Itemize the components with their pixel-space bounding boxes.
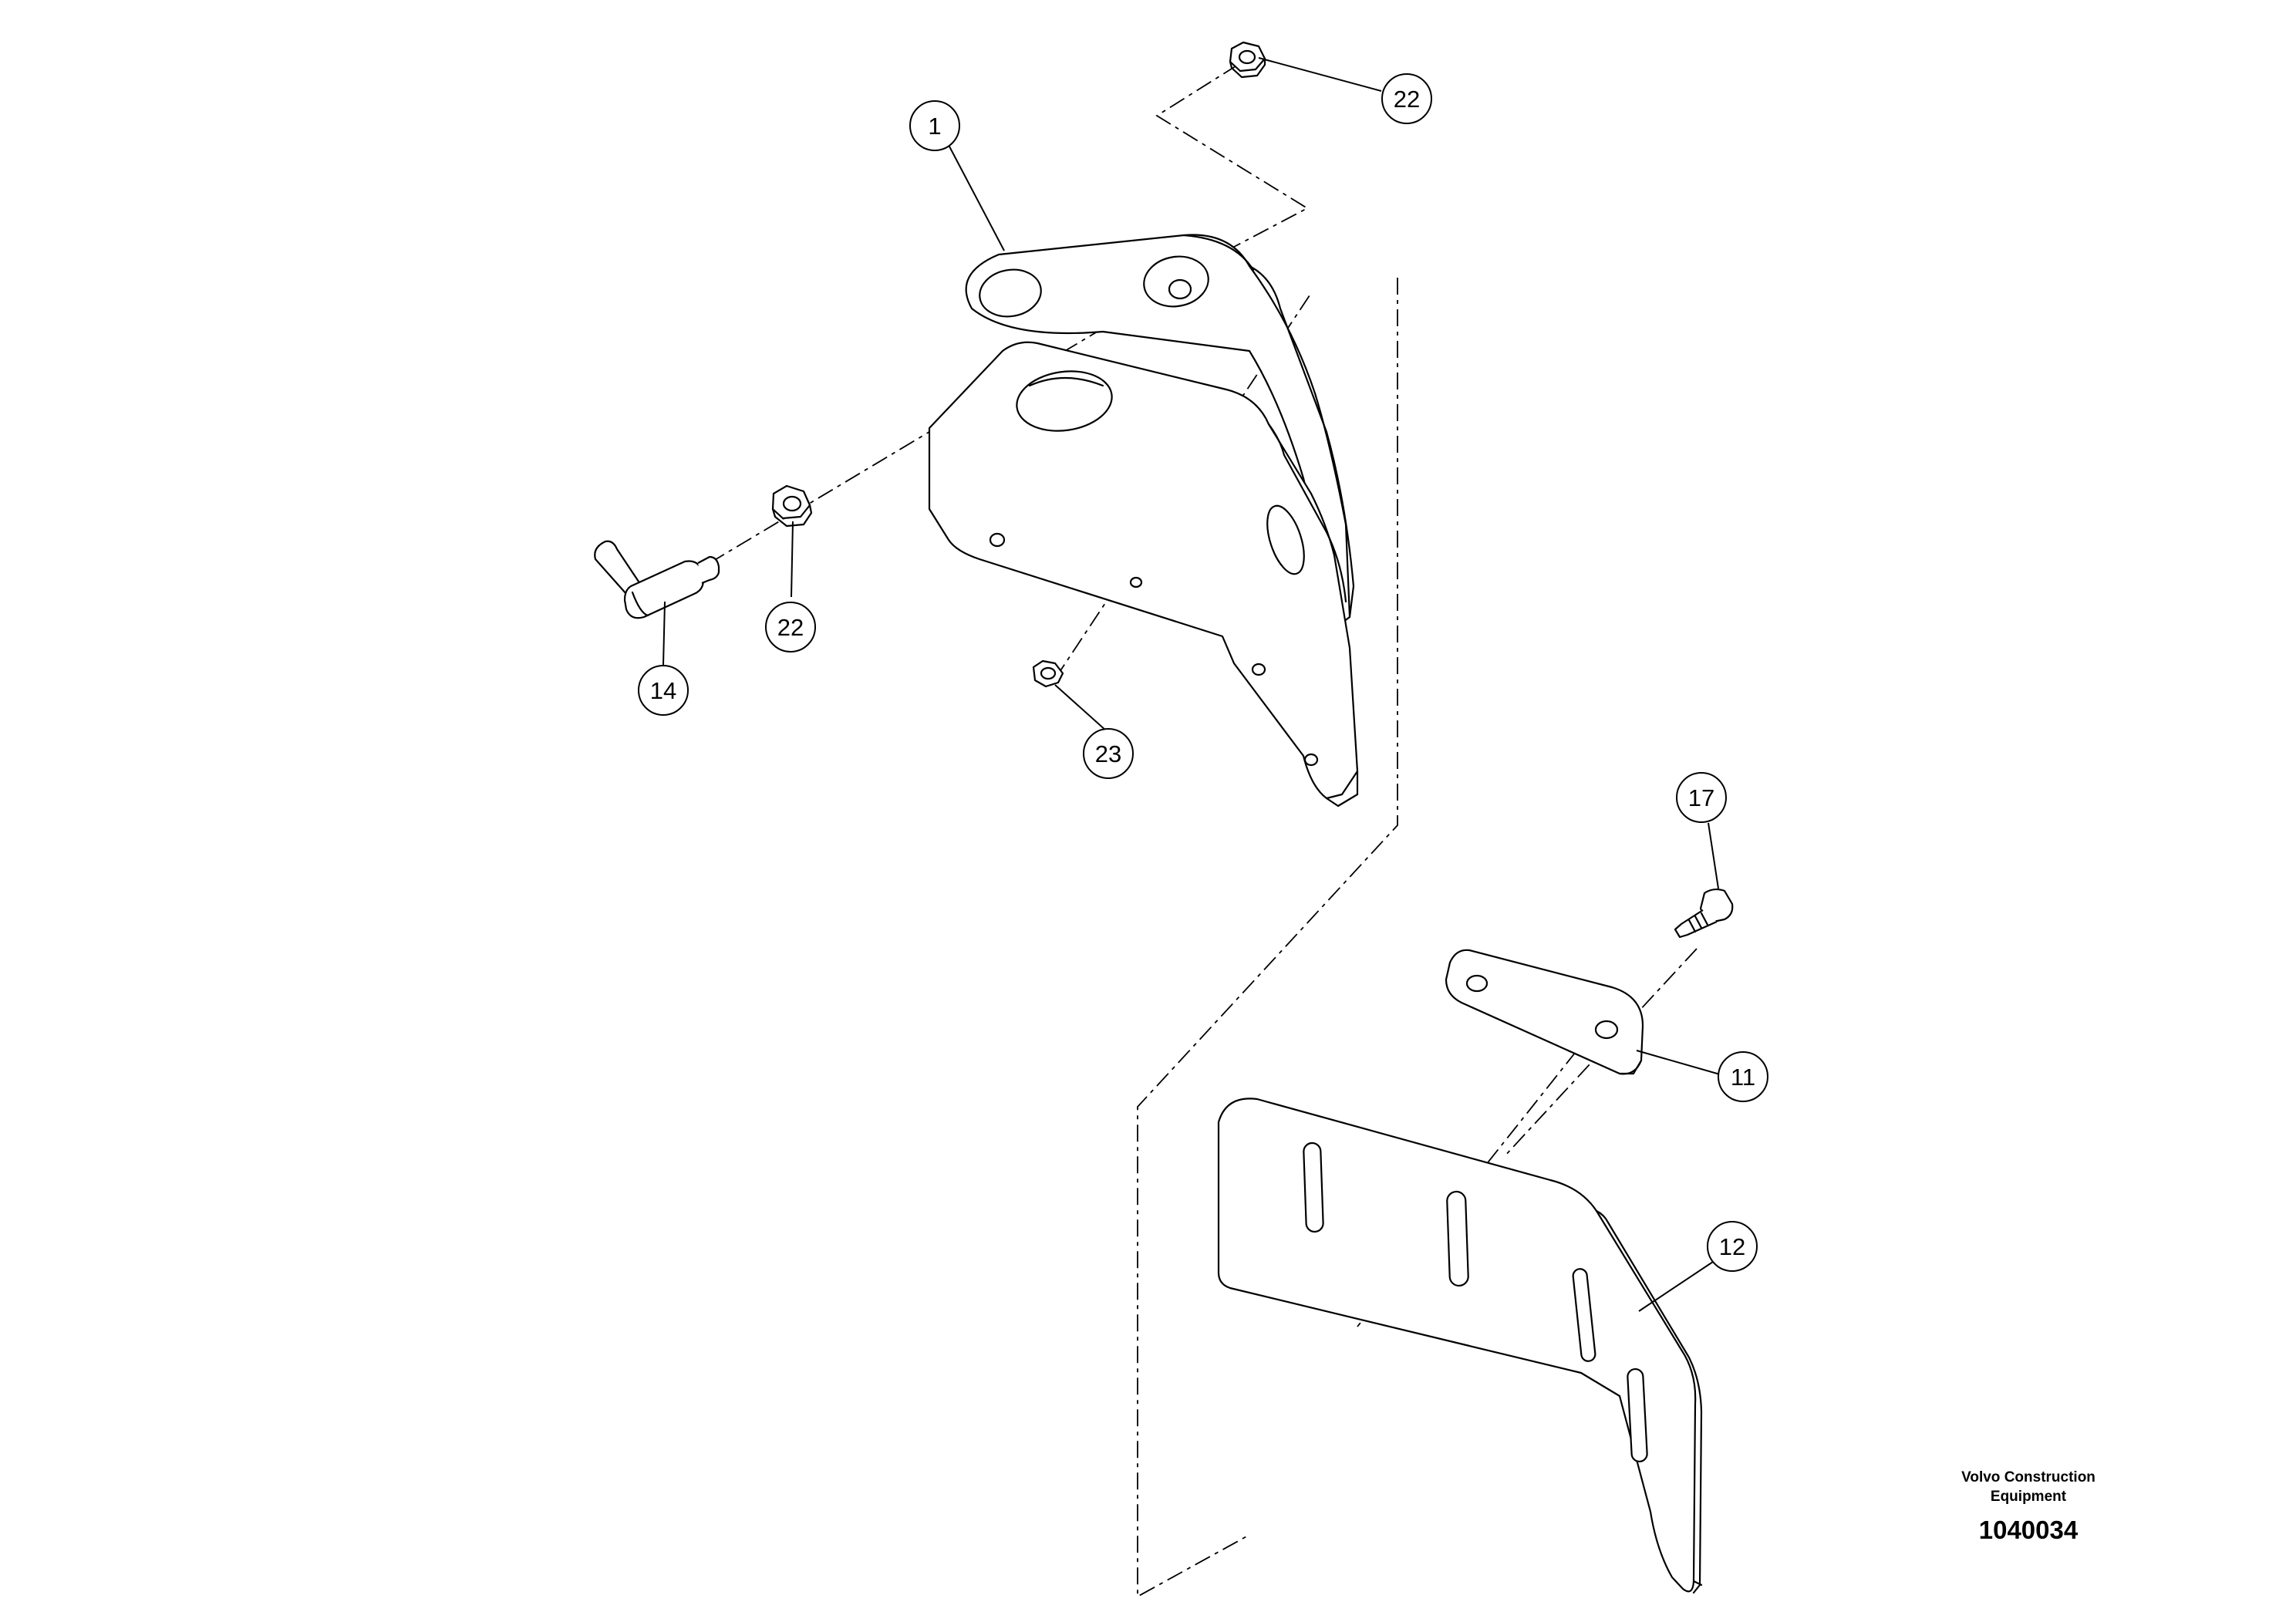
plate-hole-3	[1251, 663, 1266, 676]
link-hole-left	[1465, 974, 1489, 993]
lug-hole-left	[979, 268, 1042, 318]
bracket-assembly-part-1	[928, 234, 1359, 808]
callout-22-top: 22	[1381, 73, 1432, 124]
callout-label-17: 17	[1688, 784, 1714, 811]
plate-hole-2	[1129, 576, 1143, 588]
callout-1: 1	[909, 100, 960, 151]
plate-slot-1	[1303, 1141, 1324, 1233]
plate-slot-right	[1266, 504, 1305, 575]
callout-label-11: 11	[1731, 1064, 1755, 1091]
callout-12: 12	[1707, 1221, 1758, 1272]
callout-leaders	[663, 57, 1726, 1312]
pin-body	[623, 560, 705, 619]
callout-label-12: 12	[1719, 1233, 1745, 1260]
bolt-part-17	[1674, 888, 1734, 939]
callout-label-23: 23	[1095, 740, 1121, 767]
callout-label-1: 1	[928, 113, 941, 140]
plate-slot-4	[1627, 1367, 1648, 1463]
drawing-caption: Volvo Construction Equipment 1040034	[1882, 1468, 2175, 1545]
bolt-shank	[1674, 909, 1718, 939]
callout-11: 11	[1718, 1051, 1768, 1102]
callout-23: 23	[1083, 728, 1134, 779]
assembly-line-top-nut	[1155, 64, 1309, 248]
small-nut-part-23	[1032, 659, 1064, 688]
plate-hole-1	[989, 532, 1006, 548]
plate-slot-2	[1446, 1190, 1469, 1287]
plate-hole-4	[1303, 753, 1319, 767]
plate-slot-upper	[1016, 370, 1113, 432]
hex-nut-top-part-22	[1229, 41, 1266, 79]
hex-nut-left-part-22	[771, 484, 813, 528]
callout-label-22-left: 22	[777, 614, 804, 641]
callout-22-left: 22	[765, 602, 816, 653]
link-plate-part-11	[1445, 949, 1644, 1075]
assembly-line-mounting-plane	[1137, 278, 1398, 1598]
plate-slot-3	[1572, 1268, 1596, 1362]
manufacturer-line-1: Volvo Construction	[1961, 1469, 2095, 1485]
drawing-number: 1040034	[1978, 1516, 2079, 1544]
slotted-plate-part-12	[1217, 1098, 1703, 1594]
handle-pin-part-14	[594, 540, 720, 619]
callout-label-14: 14	[650, 677, 676, 704]
manufacturer-line-2: Equipment	[1990, 1489, 2067, 1505]
callout-17: 17	[1676, 772, 1727, 823]
pin-tip	[697, 555, 720, 585]
link-hole-right	[1594, 1020, 1619, 1040]
callout-14: 14	[638, 665, 689, 716]
callout-label-22-top: 22	[1394, 86, 1420, 113]
